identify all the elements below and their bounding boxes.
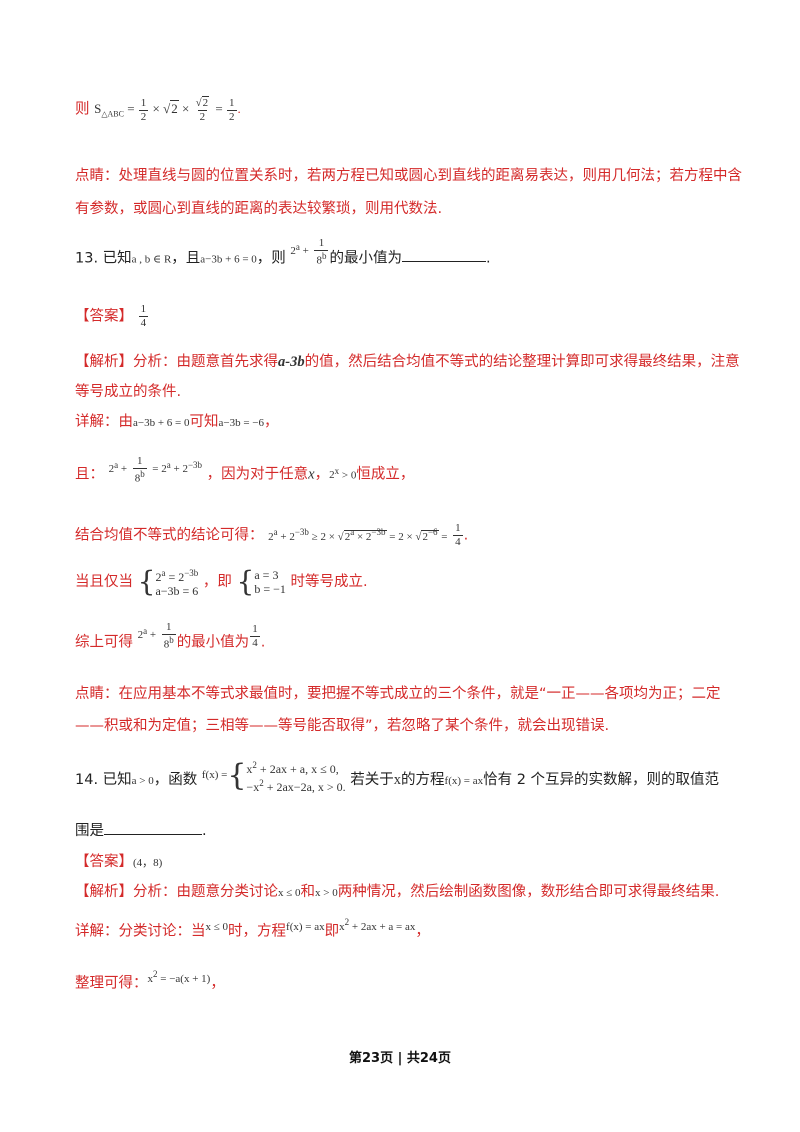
note2-line1: 点睛：在应用基本不等式求最值时，要把握不等式成立的三个条件，就是“一正——各项均…	[75, 686, 721, 702]
answer-blank-14	[104, 820, 202, 835]
page-footer: 第23页 | 共24页	[349, 1051, 451, 1066]
simplify-14: 整理可得：x2 = −a(x + 1)，	[75, 969, 225, 992]
answer-14: 【答案】(4，8)	[75, 854, 163, 870]
note2-line2: ——积或和为定值；三相等——等号能否取得”，若忽略了某个条件，就会出现错误.	[75, 718, 610, 734]
note1-line1: 点睛：处理直线与圆的位置关系时，若两方程已知或圆心到直线的距离易表达，则用几何法…	[75, 168, 742, 184]
detail-14: 详解：分类讨论：当x ≤ 0时，方程f(x) = ax即x2 + 2ax + a…	[75, 917, 430, 940]
analysis-14: 【解析】分析：由题意分类讨论x ≤ 0和x > 0两种情况，然后绘制函数图像，数…	[75, 884, 720, 900]
answer-blank-13	[401, 247, 486, 263]
detail-13: 详解：由a−3b + 6 = 0可知a−3b = −6，	[75, 414, 279, 430]
question-14-line2: 围是.	[75, 820, 207, 841]
analysis-13-line1: 【解析】分析：由题意首先求得a-3b的值，然后结合均值不等式的结论整理计算即可求…	[75, 354, 740, 370]
note1-line2: 有参数，或圆心到直线的距离的表达较繁琐，则用代数法.	[75, 201, 443, 217]
analysis-13-line2: 等号成立的条件.	[75, 384, 182, 400]
question-14: 14. 已知a > 0，函数 f(x) ={x2 + 2ax + a, x ≤ …	[75, 758, 720, 794]
combine-line: 结合均值不等式的结论可得： 2a + 2−3b ≥ 2 × √2a × 2−3b…	[75, 522, 469, 549]
ze-text: 则	[75, 101, 90, 118]
